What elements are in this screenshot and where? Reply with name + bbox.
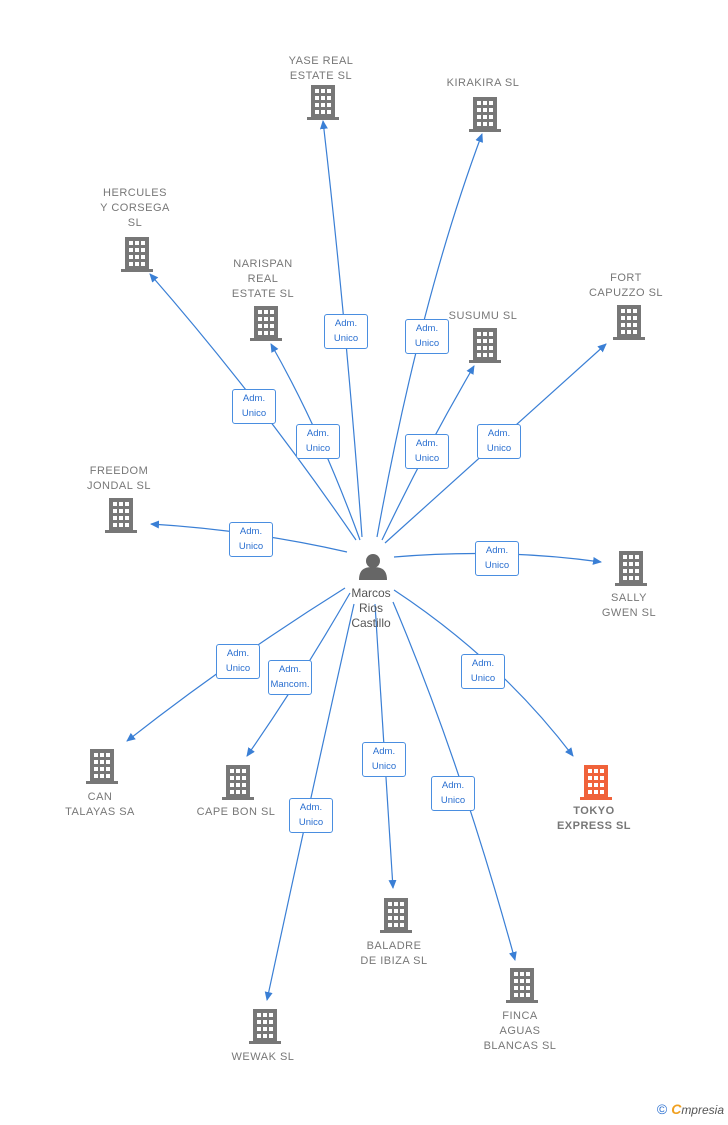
company-label-freedom[interactable]: FREEDOM JONDAL SL — [86, 465, 151, 492]
company-label-kirakira[interactable]: KIRAKIRA SL — [446, 77, 520, 89]
company-label-yase[interactable]: YASE REAL ESTATE SL — [288, 55, 354, 82]
role-label-kirakira: Adm. Unico — [405, 319, 449, 354]
role-label-susumu: Adm. Unico — [405, 434, 449, 469]
role-label-tokyo: Adm. Unico — [461, 654, 505, 689]
role-label-capebon: Adm. Mancom. — [268, 660, 312, 695]
brand-initial: C — [671, 1101, 682, 1117]
company-label-tokyo[interactable]: TOKYO EXPRESS SL — [556, 805, 632, 832]
building-icon[interactable] — [86, 749, 118, 784]
role-label-sally: Adm. Unico — [475, 541, 519, 576]
company-label-hercules[interactable]: HERCULES Y CORSEGA SL — [100, 187, 170, 229]
company-label-can[interactable]: CAN TALAYAS SA — [65, 791, 135, 818]
building-icon[interactable] — [250, 306, 282, 341]
role-label-finca: Adm. Unico — [431, 776, 475, 811]
building-icon[interactable] — [506, 968, 538, 1003]
brand-name: mpresia — [681, 1103, 724, 1117]
copyright-symbol: © — [656, 1101, 668, 1117]
building-icon[interactable] — [249, 1009, 281, 1044]
role-label-fort: Adm. Unico — [477, 424, 521, 459]
company-label-finca[interactable]: FINCA AGUAS BLANCAS SL — [483, 1010, 557, 1052]
building-icon[interactable] — [307, 85, 339, 120]
role-label-wewak: Adm. Unico — [289, 798, 333, 833]
edge-kirakira — [376, 133, 483, 538]
building-icon[interactable] — [469, 97, 501, 132]
building-icon[interactable] — [580, 765, 612, 800]
company-label-capebon[interactable]: CAPE BON SL — [196, 806, 276, 818]
company-label-susumu[interactable]: SUSUMU SL — [448, 310, 518, 322]
building-icon[interactable] — [105, 498, 137, 533]
building-icon[interactable] — [121, 237, 153, 272]
building-icon[interactable] — [380, 898, 412, 933]
building-icon[interactable] — [222, 765, 254, 800]
edge-finca — [392, 601, 517, 961]
company-label-sally[interactable]: SALLY GWEN SL — [601, 592, 657, 619]
brand-footer: ©Cmpresia — [657, 1101, 724, 1117]
role-label-narispan: Adm. Unico — [296, 424, 340, 459]
role-label-can: Adm. Unico — [216, 644, 260, 679]
person-name[interactable]: Marcos Rios Castillo — [351, 586, 391, 630]
role-label-yase: Adm. Unico — [324, 314, 368, 349]
person-icon — [359, 554, 387, 580]
role-label-hercules: Adm. Unico — [232, 389, 276, 424]
building-icon[interactable] — [469, 328, 501, 363]
company-label-wewak[interactable]: WEWAK SL — [231, 1051, 295, 1063]
building-icon[interactable] — [613, 305, 645, 340]
building-icon[interactable] — [615, 551, 647, 586]
role-label-freedom: Adm. Unico — [229, 522, 273, 557]
company-label-narispan[interactable]: NARISPAN REAL ESTATE SL — [231, 258, 295, 300]
role-label-baladre: Adm. Unico — [362, 742, 406, 777]
company-label-fort[interactable]: FORT CAPUZZO SL — [588, 272, 664, 299]
company-label-baladre[interactable]: BALADRE DE IBIZA SL — [360, 940, 428, 967]
